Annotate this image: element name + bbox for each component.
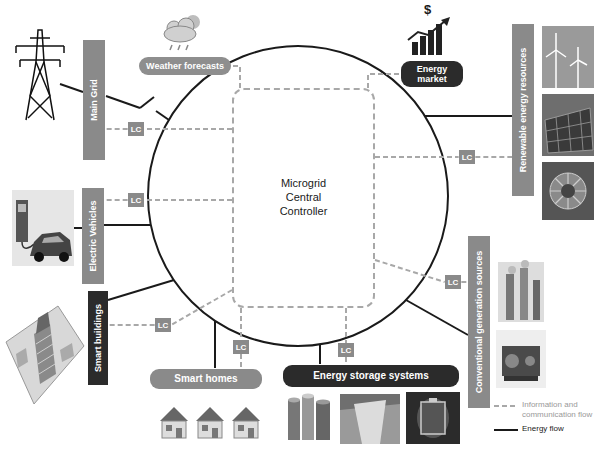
local-controller: LC [338, 343, 355, 357]
energy-lines [60, 84, 512, 368]
info-link [368, 74, 401, 88]
local-controller: LC [445, 275, 462, 289]
node-label: Main Grid [89, 79, 99, 121]
node-label: LC [131, 196, 142, 205]
node-label: Microgrid Central Controller [271, 177, 337, 218]
info-link [475, 156, 512, 158]
legend: Information and communication flowEnergy… [494, 400, 594, 438]
info-link [104, 199, 128, 201]
legend-item: Information and communication flow [494, 400, 594, 420]
currency-symbol: $ [424, 2, 431, 17]
node-label: Energy market [408, 64, 456, 85]
node-label: LC [341, 346, 352, 355]
info-link [461, 281, 468, 283]
legend-sample [494, 403, 518, 409]
smart-building-image [6, 306, 84, 404]
node-label: LC [462, 153, 473, 162]
node-label: LC [448, 278, 459, 287]
info-link [171, 290, 232, 325]
source-band: Main Grid [83, 40, 105, 160]
market-chart-icon [408, 17, 450, 55]
electric-vehicle-image [12, 190, 74, 266]
node-label: Electric Vehicles [88, 200, 98, 271]
legend-item: Energy flow [494, 424, 594, 434]
node-label: LC [131, 125, 142, 134]
renewable-images [542, 26, 594, 220]
local-controller: LC [459, 150, 476, 164]
info-link [108, 324, 155, 326]
node-label: Smart buildings [93, 304, 103, 372]
node-label: Weather forecasts [146, 61, 224, 71]
node-label: Conventional generation sources [474, 251, 484, 394]
local-controller: LC [155, 318, 172, 332]
info-link [105, 128, 128, 130]
local-controller: LC [128, 193, 145, 207]
legend-sample [494, 427, 518, 433]
info-link [144, 199, 232, 201]
node-label: LC [158, 321, 169, 330]
source-band: Electric Vehicles [82, 188, 104, 284]
smart-home-icons [160, 407, 260, 438]
info-pill: Energy market [401, 61, 463, 88]
node-label: Smart homes [174, 373, 237, 385]
info-link [375, 156, 459, 158]
info-link [345, 308, 347, 343]
info-link [231, 66, 240, 88]
node-label: LC [236, 343, 247, 352]
node-label: Energy storage systems [313, 370, 429, 382]
weather-icon [164, 15, 200, 50]
storage-images [288, 392, 460, 444]
info-link [375, 260, 445, 282]
info-pill: Weather forecasts [139, 57, 231, 75]
source-band: Conventional generation sources [468, 236, 490, 408]
storage-pill: Energy storage systems [283, 365, 459, 387]
info-link [144, 128, 232, 130]
info-link [345, 357, 347, 365]
bus-ring [148, 46, 448, 346]
legend-text: Information and communication flow [522, 400, 594, 420]
conventional-images [496, 260, 546, 388]
info-link [240, 354, 242, 369]
pylon-icon [16, 30, 64, 120]
info-link [240, 308, 242, 340]
legend-text: Energy flow [522, 424, 564, 434]
source-band: Renewable energy resources [512, 24, 534, 196]
node-label: Renewable energy resources [518, 48, 528, 173]
consumer-pill: Smart homes [150, 369, 262, 389]
local-controller: LC [128, 122, 145, 136]
local-controller: LC [233, 340, 250, 354]
controller-box: Microgrid Central Controller [232, 88, 375, 308]
source-band: Smart buildings [88, 291, 108, 385]
